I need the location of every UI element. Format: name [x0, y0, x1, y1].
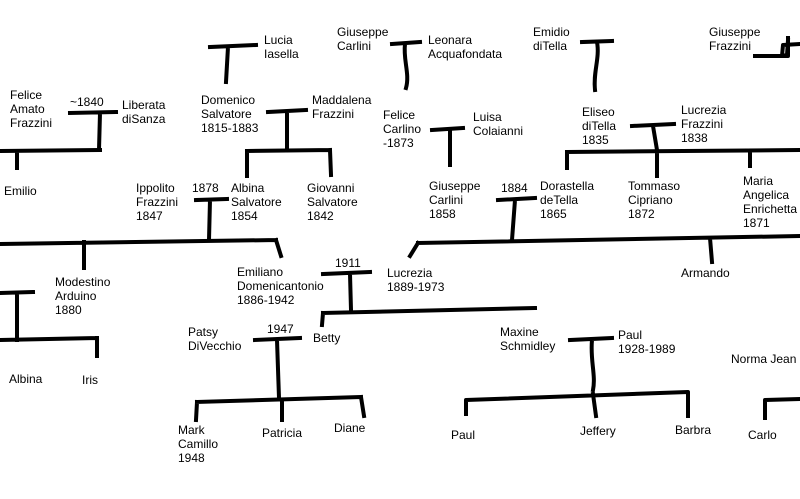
person-barbra: Barbra: [675, 423, 712, 437]
person-mark-camillo: Mark Camillo 1948: [178, 423, 219, 465]
marriage-year-1947: 1947: [267, 322, 294, 336]
person-armando: Armando: [681, 266, 730, 280]
person-liberata-disanza: Liberata diSanza: [122, 98, 166, 126]
person-eliseo-ditella: Eliseo diTella 1835: [582, 105, 617, 147]
person-diane: Diane: [334, 421, 366, 435]
person-giuseppe-carlini: Giuseppe Carlini: [337, 25, 389, 53]
person-felice-amato-frazzini: Felice Amato Frazzini: [10, 88, 53, 130]
person-felice-carlino: Felice Carlino -1873: [383, 108, 422, 150]
person-leonara-acquafondata: Leonara Acquafondata: [428, 33, 503, 61]
marriage-year-1884: 1884: [501, 181, 528, 195]
marriage-year-1840: ~1840: [70, 95, 104, 109]
person-tommaso-cipriano: Tommaso Cipriano 1872: [628, 179, 681, 221]
person-giuseppe-frazzini: Giuseppe Frazzini: [709, 25, 761, 53]
person-dorastella-detella: Dorastella deTella 1865: [540, 179, 595, 221]
person-betty: Betty: [313, 331, 341, 345]
person-emilio: Emilio: [4, 184, 37, 198]
person-lucia-iasella: Lucia Iasella: [264, 33, 299, 61]
person-lucrezia-1889: Lucrezia 1889-1973: [387, 266, 445, 294]
person-iris: Iris: [82, 373, 98, 387]
person-ippolito-frazzini: Ippolito Frazzini 1847: [136, 181, 179, 223]
person-patricia: Patricia: [262, 426, 303, 440]
person-patsy-divecchio: Patsy DiVecchio: [188, 325, 242, 353]
person-emiliano-domenicantonio: Emiliano Domenicantonio 1886-1942: [237, 265, 324, 307]
person-albina: Albina: [9, 372, 43, 386]
person-lucrezia-frazzini: Lucrezia Frazzini 1838: [681, 103, 727, 145]
person-maxine-schmidley: Maxine Schmidley: [500, 325, 556, 353]
person-paul-1928: Paul 1928-1989: [618, 328, 676, 356]
person-jeffery: Jeffery: [580, 424, 616, 438]
person-maddalena-frazzini: Maddalena Frazzini: [312, 93, 372, 121]
person-luisa-colaianni: Luisa Colaianni: [473, 110, 524, 138]
person-maria-angelica-enrichetta: Maria Angelica Enrichetta 1871: [743, 174, 798, 230]
person-giuseppe-carlini-1858: Giuseppe Carlini 1858: [429, 179, 481, 221]
person-paul: Paul: [451, 428, 476, 442]
person-domenico-salvatore: Domenico Salvatore 1815-1883: [201, 93, 259, 135]
person-carlo: Carlo: [748, 428, 777, 442]
marriage-year-1878: 1878: [192, 181, 219, 195]
marriage-year-1911: 1911: [335, 256, 361, 270]
person-emidio-ditella: Emidio diTella: [533, 25, 570, 53]
person-albina-salvatore: Albina Salvatore 1854: [231, 181, 282, 223]
person-giovanni-salvatore: Giovanni Salvatore 1842: [307, 181, 358, 223]
person-modestino-arduino: Modestino Arduino 1880: [55, 275, 111, 317]
person-norma-jean: Norma Jean: [731, 352, 797, 366]
